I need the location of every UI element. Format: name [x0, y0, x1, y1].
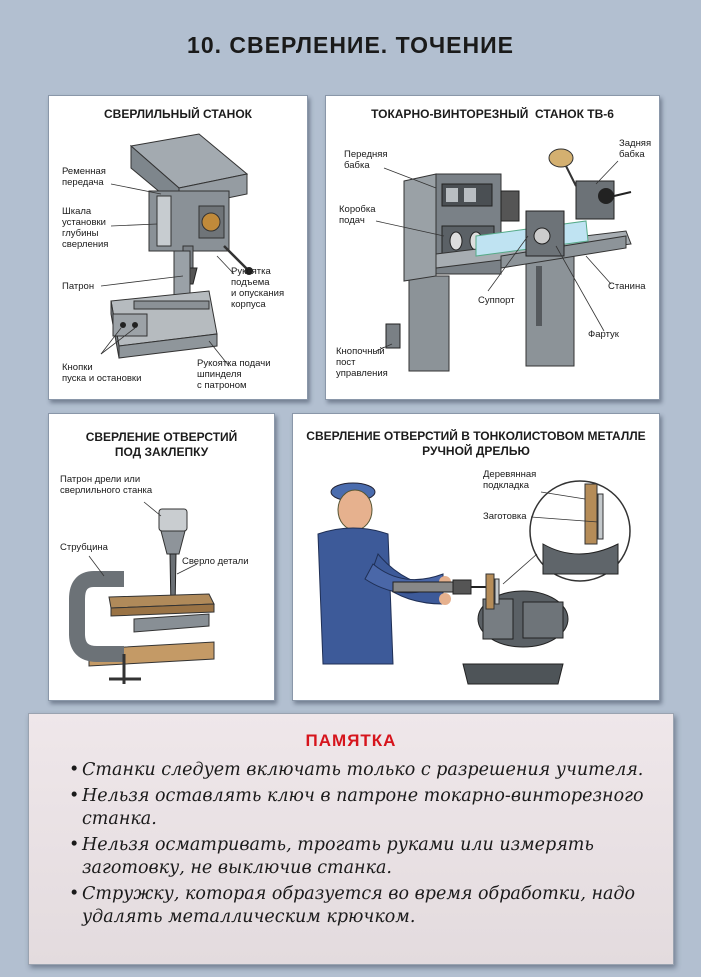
- lathe-panel: ТОКАРНО-ВИНТОРЕЗНЫЙ СТАНОК ТВ-6: [325, 95, 660, 400]
- drill-press-belt-label: Ременная передача: [62, 166, 106, 188]
- lathe-title: ТОКАРНО-ВИНТОРЕЗНЫЙ СТАНОК ТВ-6: [371, 107, 614, 121]
- lathe-headstock-label: Передняя бабка: [344, 149, 388, 171]
- memo-rule: •Станки следует включать только с разреш…: [69, 760, 644, 780]
- sheet-panel: СВЕРЛЕНИЕ ОТВЕРСТИЙ В ТОНКОЛИСТОВОМ МЕТА…: [292, 413, 660, 701]
- rivet-illustration: [69, 501, 215, 684]
- memo-rule-text: Нельзя осматривать, трогать руками или и…: [82, 834, 594, 879]
- drill-press-chuck-label: Патрон: [62, 281, 95, 292]
- lathe-gearbox-label: Коробка подач: [339, 204, 376, 226]
- memo-rule: •Нельзя оставлять ключ в патроне токарно…: [69, 785, 644, 830]
- memo-title: ПАМЯТКА: [305, 731, 397, 750]
- drill-press-lift-handle-label: Рукоятка подъема и опускания корпуса: [231, 266, 285, 310]
- sheet-pad-label: Деревянная подкладка: [483, 469, 537, 491]
- drill-press-title: СВЕРЛИЛЬНЫЙ СТАНОК: [104, 107, 252, 121]
- memo-rule: •Нельзя осматривать, трогать руками или …: [69, 834, 594, 879]
- memo-rules: •Станки следует включать только с разреш…: [69, 759, 659, 932]
- page-title: 10. СВЕРЛЕНИЕ. ТОЧЕНИЕ: [187, 32, 514, 58]
- rivet-clamp-label: Струбцина: [60, 542, 108, 553]
- memo-rule-text: Стружку, которая образуется во время обр…: [82, 883, 636, 928]
- lathe-apron-label: Фартук: [588, 329, 619, 340]
- drill-press-illustration: [100, 133, 253, 367]
- memo-rule-text: Станки следует включать только с разреше…: [82, 760, 644, 780]
- sheet-illustration: [317, 480, 631, 685]
- drill-press-feed-handle-label: Рукоятка подачи шпинделя с патроном: [197, 358, 271, 391]
- sheet-title: СВЕРЛЕНИЕ ОТВЕРСТИЙ В ТОНКОЛИСТОВОМ МЕТА…: [306, 429, 646, 458]
- sheet-workpiece-label: Заготовка: [483, 511, 527, 522]
- lathe-control-label: Кнопочный пост управления: [336, 346, 388, 379]
- lathe-bed-label: Станина: [608, 281, 646, 292]
- memo-rule-text: Нельзя оставлять ключ в патроне токарно-…: [82, 785, 644, 830]
- drill-press-panel: СВЕРЛИЛЬНЫЙ СТАНОК: [48, 95, 308, 400]
- memo-box: ПАМЯТКА •Станки следует включать только …: [28, 713, 674, 965]
- memo-rule: •Стружку, которая образуется во время об…: [69, 883, 636, 928]
- drill-press-scale-label: Шкала установки глубины сверления: [62, 206, 109, 250]
- rivet-panel: СВЕРЛЕНИЕ ОТВЕРСТИЙ ПОД ЗАКЛЕПКУ Патрон …: [48, 413, 275, 701]
- lathe-illustration: [375, 148, 632, 372]
- lathe-support-label: Суппорт: [478, 295, 515, 306]
- lathe-tailstock-label: Задняя бабка: [619, 138, 652, 160]
- rivet-title: СВЕРЛЕНИЕ ОТВЕРСТИЙ ПОД ЗАКЛЕПКУ: [85, 430, 238, 459]
- rivet-chuck-label: Патрон дрели или сверлильного станка: [60, 474, 153, 496]
- drill-press-buttons-label: Кнопки пуска и остановки: [62, 362, 142, 384]
- rivet-bit-label: Сверло детали: [182, 556, 249, 567]
